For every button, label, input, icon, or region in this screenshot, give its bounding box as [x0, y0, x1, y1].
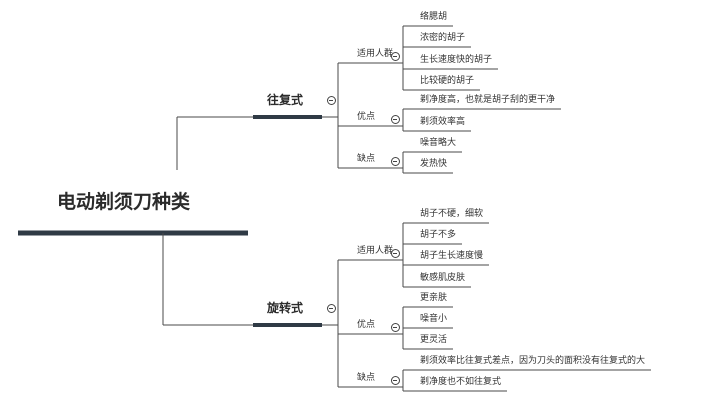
- group-label-rotary-2: 缺点: [357, 373, 376, 383]
- leaf-label-reciprocating-0-2: 生长速度快的胡子: [420, 55, 493, 65]
- leaf-label-rotary-0-0: 胡子不硬，细软: [420, 209, 484, 219]
- leaf-label-rotary-1-0: 更亲肤: [420, 293, 448, 303]
- group-label-rotary-0: 适用人群: [357, 246, 394, 256]
- leaf-label-rotary-2-1: 剃净度也不如往复式: [420, 377, 502, 387]
- leaf-label-reciprocating-0-0: 络腮胡: [420, 12, 448, 22]
- leaf-label-reciprocating-2-0: 噪音略大: [420, 138, 457, 148]
- leaf-label-reciprocating-1-0: 剃净度高，也就是胡子刮的更干净: [420, 95, 556, 105]
- group-label-rotary-1: 优点: [357, 320, 376, 330]
- leaf-label-reciprocating-0-1: 浓密的胡子: [420, 33, 466, 43]
- connector-lines: [18, 25, 651, 392]
- group-label-reciprocating-0: 适用人群: [357, 49, 394, 59]
- collapse-toggle-reciprocating[interactable]: [326, 95, 336, 105]
- group-toggle-rotary-1[interactable]: [390, 322, 400, 332]
- group-toggle-rotary-0[interactable]: [390, 248, 400, 258]
- group-toggle-reciprocating-1[interactable]: [390, 114, 400, 124]
- leaf-label-rotary-0-1: 胡子不多: [420, 230, 457, 240]
- leaf-label-reciprocating-2-1: 发热快: [420, 159, 448, 169]
- leaf-label-rotary-2-0: 剃须效率比往复式差点，因为刀头的面积没有往复式的大: [420, 356, 646, 366]
- leaf-label-reciprocating-1-1: 剃须效率高: [420, 117, 466, 127]
- group-label-reciprocating-2: 缺点: [357, 154, 376, 164]
- group-toggle-rotary-2[interactable]: [390, 375, 400, 385]
- leaf-label-rotary-1-1: 噪音小: [420, 314, 448, 324]
- group-toggle-reciprocating-2[interactable]: [390, 156, 400, 166]
- branch-label-reciprocating: 往复式: [267, 93, 304, 107]
- leaf-label-rotary-0-3: 敏感肌皮肤: [420, 273, 466, 283]
- group-toggle-reciprocating-0[interactable]: [390, 51, 400, 61]
- leaf-label-rotary-1-2: 更灵活: [420, 335, 448, 345]
- group-label-reciprocating-1: 优点: [357, 112, 376, 122]
- leaf-label-rotary-0-2: 胡子生长速度慢: [420, 251, 484, 261]
- root-topic: 电动剃须刀种类: [57, 191, 191, 213]
- leaf-label-reciprocating-0-3: 比较硬的胡子: [420, 76, 475, 86]
- collapse-toggle-rotary[interactable]: [326, 303, 336, 313]
- branch-label-rotary: 旋转式: [267, 301, 304, 315]
